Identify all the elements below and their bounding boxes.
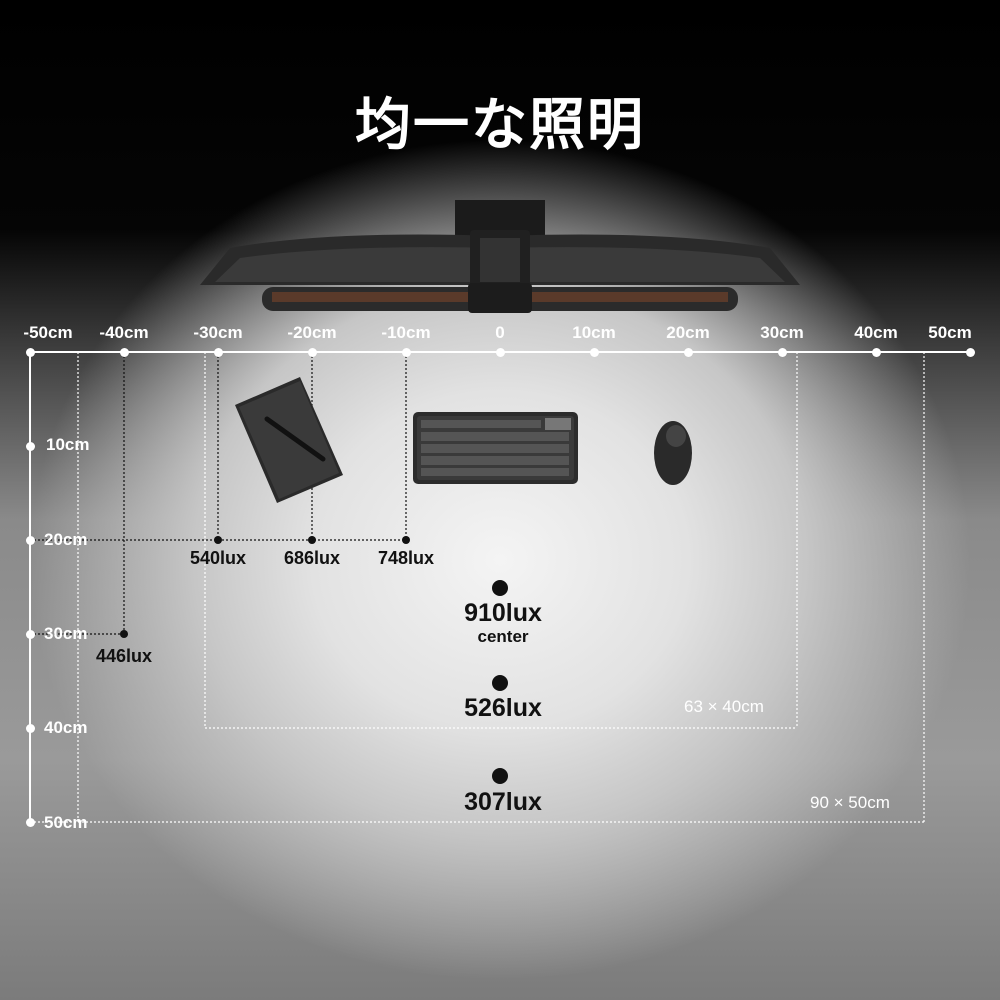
mouse-icon — [654, 421, 692, 485]
monitor-icon — [200, 200, 800, 313]
x-tick-label: -20cm — [287, 323, 337, 342]
x-tick-dot — [402, 348, 411, 357]
y-tick-dot — [26, 724, 35, 733]
y-tick-dot — [26, 630, 35, 639]
lux-value-center: 910lux — [464, 599, 542, 627]
x-tick-dot — [966, 348, 975, 357]
page-title: 均一な照明 — [355, 93, 645, 156]
y-tick-label: 30cm — [44, 624, 88, 643]
x-tick-label: -40cm — [99, 323, 149, 342]
x-tick-label: -30cm — [193, 323, 243, 342]
x-tick-label: -50cm — [23, 323, 73, 342]
x-tick-dot — [26, 348, 35, 357]
y-tick-dot — [26, 536, 35, 545]
lux-value: 446lux — [95, 646, 153, 666]
x-tick-dot — [590, 348, 599, 357]
measure-point — [120, 630, 128, 638]
x-tick-dot — [120, 348, 129, 357]
x-tick-dot — [214, 348, 223, 357]
keyboard-icon — [413, 412, 578, 484]
measure-point-large — [492, 580, 508, 596]
x-tick-label: 10cm — [572, 323, 616, 342]
lux-value: 540lux — [189, 548, 247, 568]
y-tick-label: 50cm — [44, 813, 88, 832]
lux-value: 526lux — [464, 694, 542, 722]
y-tick-dot — [26, 818, 35, 827]
measure-point — [214, 536, 222, 544]
x-tick-label: 30cm — [760, 323, 804, 342]
y-tick-label: 20cm — [44, 530, 88, 549]
center-label: center — [477, 627, 529, 646]
y-tick-dot — [26, 442, 35, 451]
x-tick-label: 0 — [495, 323, 505, 342]
x-tick-dot — [872, 348, 881, 357]
x-tick-label: 50cm — [928, 323, 972, 342]
measure-point — [402, 536, 410, 544]
notebook-icon — [235, 377, 343, 503]
x-tick-dot — [684, 348, 693, 357]
y-tick-label: 40cm — [44, 718, 88, 737]
x-tick-dot — [778, 348, 787, 357]
lux-value: 686lux — [283, 548, 341, 568]
x-tick-dot — [308, 348, 317, 357]
x-tick-label: 20cm — [666, 323, 710, 342]
measure-point-large — [492, 675, 508, 691]
area-label-inner: 63 × 40cm — [684, 697, 764, 716]
measure-point — [308, 536, 316, 544]
light-bar-icon — [262, 283, 738, 313]
lux-value: 307lux — [464, 788, 542, 816]
x-tick-dot — [496, 348, 505, 357]
pen-icon — [264, 416, 326, 462]
y-tick-label: 10cm — [46, 435, 90, 454]
lux-value: 748lux — [377, 548, 435, 568]
x-tick-label: 40cm — [854, 323, 898, 342]
x-tick-label: -10cm — [381, 323, 431, 342]
area-label-outer: 90 × 50cm — [810, 793, 890, 812]
measure-point-large — [492, 768, 508, 784]
